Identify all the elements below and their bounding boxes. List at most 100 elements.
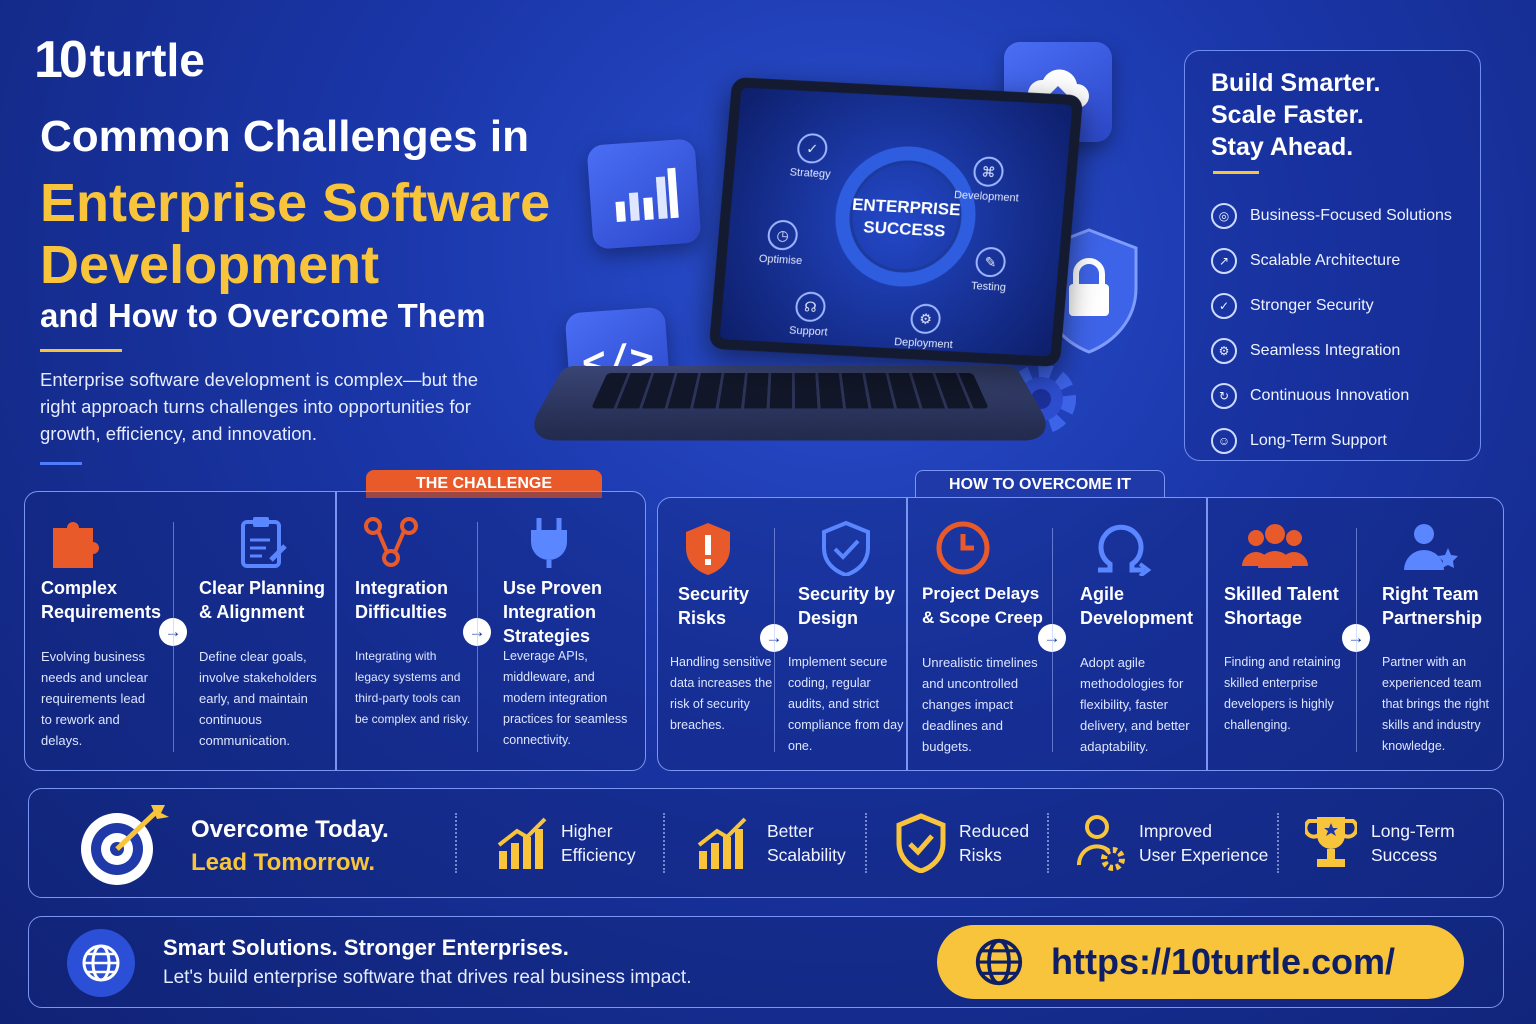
- node-optimise: ◷Optimise: [740, 218, 824, 268]
- panel-tagline: Build Smarter. Scale Faster. Stay Ahead.: [1211, 69, 1381, 161]
- solution-text: Implement secure coding, regular audits,…: [788, 655, 904, 753]
- clipboard-icon: [235, 514, 295, 570]
- footer-subline: Let's build enterprise software that dri…: [163, 967, 692, 988]
- node-support: ☊Support: [768, 290, 852, 340]
- shield-check-icon: [818, 520, 878, 578]
- challenge-frame-left: Complex Requirements Evolving business n…: [24, 491, 646, 771]
- deploy-icon: ⚙: [909, 303, 942, 335]
- globe-icon: [973, 936, 1025, 988]
- success-ring-label: ENTERPRISE SUCCESS: [851, 194, 962, 241]
- overcome-label: HOW TO OVERCOME IT: [915, 470, 1165, 498]
- panel-rule: [1213, 171, 1259, 174]
- bullet-business-focused: ◎Business-Focused Solutions: [1211, 193, 1452, 238]
- laptop-screen: ENTERPRISE SUCCESS ✓Strategy ⌘Developmen…: [708, 76, 1084, 368]
- solution-text: Partner with an experienced team that br…: [1382, 655, 1490, 753]
- globe-icon: [67, 929, 135, 997]
- pair-talent: Skilled Talent Shortage Finding and reta…: [1206, 498, 1505, 770]
- challenge-text: Finding and retaining skilled enterprise…: [1224, 655, 1341, 732]
- alert-shield-icon: [680, 520, 740, 576]
- optimise-icon: ◷: [766, 219, 799, 251]
- target-icon: ◎: [1211, 202, 1237, 229]
- footer-headline: Smart Solutions. Stronger Enterprises.: [163, 935, 569, 960]
- challenge-text: Evolving business needs and unclear requ…: [41, 649, 148, 748]
- title-line-2: Enterprise Software Development: [40, 173, 551, 295]
- trophy-icon: [1303, 813, 1359, 873]
- pair-security: Security Risks Handling sensitive data i…: [658, 498, 906, 770]
- puzzle-icon: [45, 514, 105, 570]
- node-development: ⌘Development: [946, 155, 1030, 205]
- title-line-1: Common Challenges in: [40, 112, 529, 161]
- challenge-text: Unrealistic timelines and uncontrolled c…: [922, 655, 1038, 754]
- node-deployment: ⚙Deployment: [883, 302, 967, 352]
- intro-underline: [40, 462, 82, 465]
- challenge-title: Project Delays & Scope Creep: [922, 584, 1043, 627]
- solution-text: Leverage APIs, middleware, and modern in…: [503, 649, 628, 747]
- shield-icon: ✓: [1211, 292, 1237, 319]
- chart-icon: ↗: [1211, 247, 1237, 274]
- gear-icon: ⚙: [1211, 337, 1237, 364]
- challenge-frame-right: Security Risks Handling sensitive data i…: [657, 497, 1504, 771]
- logo-mark: 10: [34, 31, 88, 89]
- bullet-support: ☺Long-Term Support: [1211, 418, 1452, 463]
- clock-icon: [934, 520, 994, 576]
- website-link[interactable]: https://10turtle.com/: [937, 925, 1464, 999]
- scale-chart-icon: [695, 815, 751, 871]
- solution-title: Clear Planning & Alignment: [199, 578, 326, 622]
- agile-loop-icon: [1086, 520, 1156, 578]
- solution-title: Agile Development: [1080, 584, 1194, 628]
- bullet-security: ✓Stronger Security: [1211, 283, 1452, 328]
- shield-check-icon: [895, 813, 947, 874]
- target-icon: [71, 803, 171, 887]
- test-icon: ✎: [974, 246, 1007, 278]
- pair-integration: Integration Difficulties Integrating wit…: [335, 492, 647, 770]
- bar-chart-icon: [586, 138, 702, 250]
- user-icon: ☺: [1211, 427, 1237, 454]
- title-underline: [40, 349, 122, 352]
- pair-delays: Project Delays & Scope Creep Unrealistic…: [906, 498, 1206, 770]
- node-strategy: ✓Strategy: [770, 131, 854, 181]
- node-testing: ✎Testing: [948, 245, 1032, 295]
- refresh-icon: ↻: [1211, 382, 1237, 409]
- slogan-line-1: Overcome Today.: [191, 816, 389, 843]
- value-panel: Build Smarter. Scale Faster. Stay Ahead.…: [1184, 50, 1481, 461]
- website-url[interactable]: https://10turtle.com/: [1051, 941, 1396, 982]
- bullet-innovation: ↻Continuous Innovation: [1211, 373, 1452, 418]
- slogan: Overcome Today. Lead Tomorrow.: [191, 813, 389, 879]
- solution-title: Use Proven Integration Strategies: [503, 578, 603, 646]
- title-line-3: and How to Overcome Them: [40, 297, 486, 334]
- challenge-label: THE CHALLENGE: [366, 470, 602, 498]
- growth-chart-icon: [495, 815, 551, 871]
- plug-icon: [521, 514, 581, 570]
- code-window-icon: ⌘: [972, 155, 1005, 188]
- headset-icon: ☊: [794, 291, 827, 323]
- brand-logo: 10 turtle: [34, 30, 205, 90]
- logo-text: turtle: [89, 34, 205, 86]
- team-icon: [1240, 520, 1310, 576]
- bullet-integration: ⚙Seamless Integration: [1211, 328, 1452, 373]
- solution-title: Security by Design: [798, 584, 896, 628]
- pair-complex-requirements: Complex Requirements Evolving business n…: [25, 492, 335, 770]
- challenge-title: Security Risks: [678, 584, 750, 628]
- challenge-title: Integration Difficulties: [355, 578, 448, 622]
- bullet-scalable: ↗Scalable Architecture: [1211, 238, 1452, 283]
- slogan-line-2: Lead Tomorrow.: [191, 849, 376, 876]
- challenge-text: Integrating with legacy systems and thir…: [355, 649, 471, 726]
- challenge-title: Complex Requirements: [41, 578, 162, 622]
- panel-bullets: ◎Business-Focused Solutions ↗Scalable Ar…: [1211, 193, 1452, 463]
- partner-star-icon: [1402, 520, 1462, 576]
- user-gear-icon: [1076, 813, 1127, 873]
- laptop-keyboard: [521, 366, 1059, 441]
- solution-title: Right Team Partnership: [1382, 584, 1483, 628]
- checklist-icon: ✓: [796, 132, 829, 165]
- challenge-title: Skilled Talent Shortage: [1224, 584, 1339, 628]
- challenge-text: Handling sensitive data increases the ri…: [670, 655, 773, 732]
- intro-text: Enterprise software development is compl…: [40, 369, 479, 444]
- network-icon: [361, 514, 421, 570]
- solution-text: Define clear goals, involve stakeholders…: [199, 649, 317, 748]
